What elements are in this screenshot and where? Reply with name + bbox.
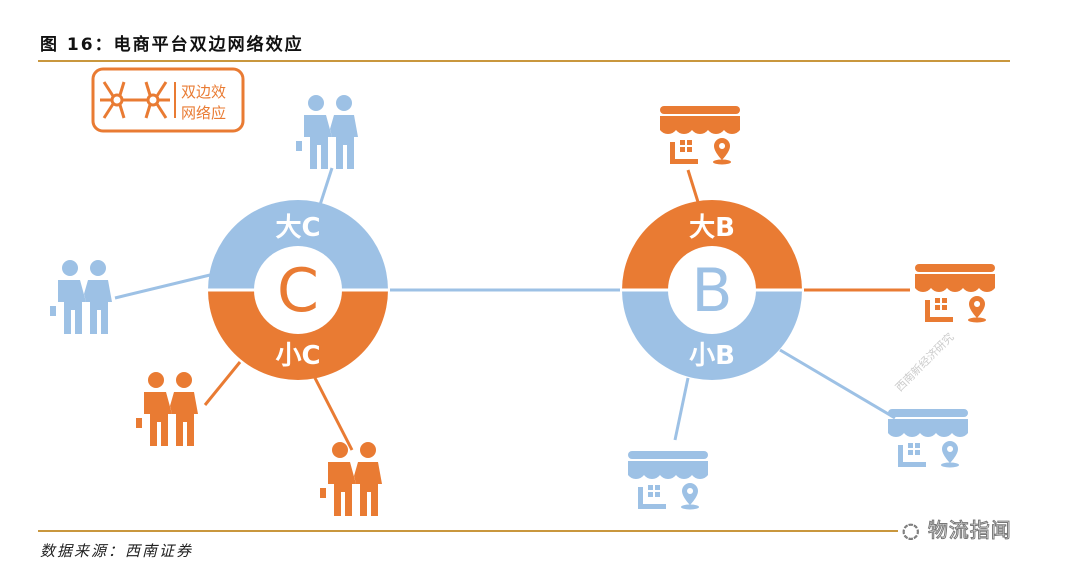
network-logo-icon <box>100 81 170 119</box>
people-pair-icon <box>136 372 198 446</box>
source-note: 数据来源：西南证券 <box>40 542 194 560</box>
consumer-hub: C 大C 小C <box>206 200 390 380</box>
people-pair-icon <box>50 260 112 334</box>
logo-text-line2: 网络应 <box>181 104 226 122</box>
bottom-rule <box>38 530 1010 532</box>
shop-icon <box>888 409 968 468</box>
shop-icon <box>660 106 740 165</box>
people-pair-icon <box>320 442 382 516</box>
hub-label-b: B <box>691 256 732 326</box>
wechat-watermark: ◌ 物流指闻 <box>898 514 1016 543</box>
hub-label-big-b: 大B <box>689 213 735 243</box>
hub-label-small-b: 小B <box>689 341 735 371</box>
wechat-label: 物流指闻 <box>927 518 1012 543</box>
hub-label-big-c: 大C <box>275 213 320 243</box>
top-rule <box>38 60 1010 62</box>
logo-text-line1: 双边效 <box>181 83 226 101</box>
shop-icon <box>628 451 708 510</box>
shop-icon <box>915 264 995 323</box>
connector-lines <box>114 167 896 441</box>
figure-title: 图 16：电商平台双边网络效应 <box>40 35 304 55</box>
people-pair-icon <box>296 95 358 169</box>
hub-label-small-c: 小C <box>275 341 320 371</box>
logo-badge: 双边效 网络应 <box>91 67 245 133</box>
business-hub: B 大B 小B <box>620 200 804 380</box>
watermark-text: 西南新经济研究 <box>892 330 956 394</box>
hub-label-c: C <box>277 256 319 326</box>
